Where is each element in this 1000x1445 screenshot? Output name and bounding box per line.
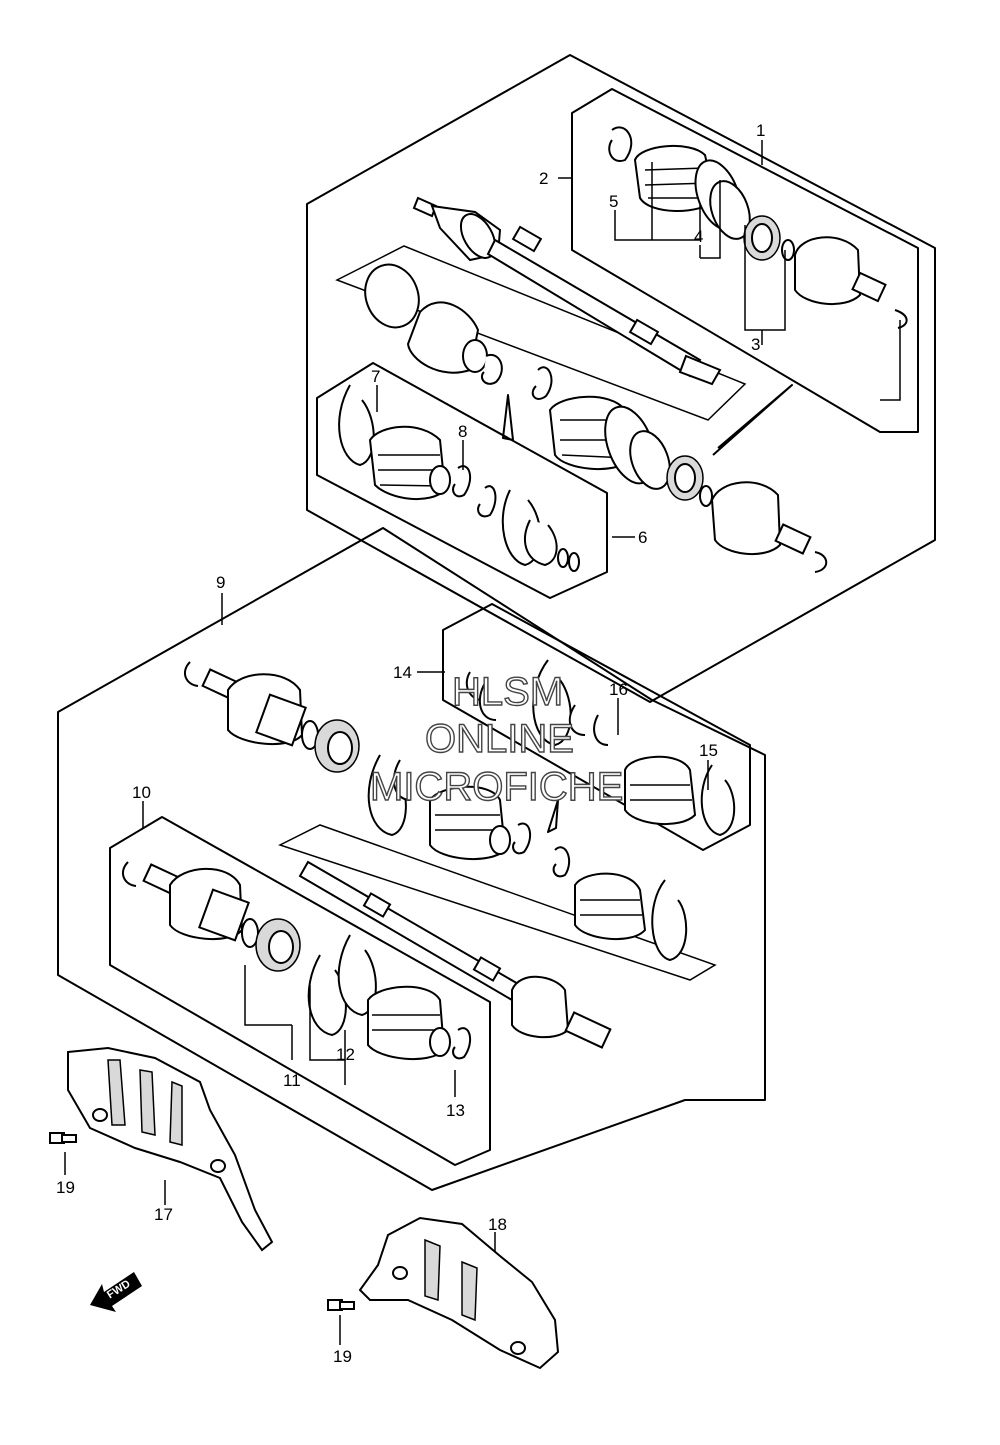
subassembly-10-parts (121, 861, 472, 1061)
callout-18: 18 (488, 1215, 507, 1234)
callout-11: 11 (283, 1071, 301, 1090)
callout-10: 10 (132, 783, 151, 802)
callout-14: 14 (393, 663, 412, 682)
fwd-arrow-icon: FWD (90, 1272, 142, 1312)
subassembly-14-parts (465, 659, 736, 837)
bolt-19-right (327, 1299, 355, 1311)
callout-3: 3 (751, 335, 760, 354)
callout-9: 9 (216, 573, 225, 592)
callout-5: 5 (609, 192, 618, 211)
subassembly-2-outline (571, 88, 919, 433)
callout-17: 17 (154, 1205, 173, 1224)
callout-1: 1 (756, 121, 765, 140)
upper-small-boot (364, 263, 503, 385)
watermark: HLSM ONLINE MICROFICHE (369, 669, 624, 809)
upper-outer-joint-parts (502, 366, 828, 573)
callout-2: 2 (539, 169, 548, 188)
subassembly-6-parts (338, 384, 580, 572)
callout-19-left: 19 (56, 1178, 75, 1197)
callout-6: 6 (638, 528, 647, 547)
guard-17 (67, 1046, 274, 1252)
callout-8: 8 (458, 422, 467, 441)
subassembly-14-outline (442, 603, 751, 851)
callout-15: 15 (699, 741, 718, 760)
assembly-9-outline (57, 527, 766, 1191)
lower-inner-joint-parts (183, 661, 559, 861)
subassembly-2-parts (608, 126, 908, 329)
callout-12: 12 (336, 1045, 355, 1064)
callout-7: 7 (371, 367, 380, 386)
callout-19-right: 19 (333, 1347, 352, 1366)
leader-lines (64, 140, 901, 1345)
callout-16: 16 (609, 680, 628, 699)
subassembly-10-outline (109, 816, 491, 1166)
guard-18 (358, 1216, 560, 1370)
assembly-1-outline (306, 54, 936, 703)
upper-drive-shaft (412, 196, 722, 386)
watermark-line-3: MICROFICHE (370, 765, 623, 809)
callout-4: 4 (694, 227, 703, 246)
watermark-line-1: HLSM (452, 670, 563, 714)
bolt-19-left (49, 1132, 77, 1144)
watermark-line-2: ONLINE (425, 717, 574, 761)
subassembly-6-outline (316, 362, 608, 599)
lower-outer-boot (552, 846, 688, 962)
lower-drive-shaft (298, 860, 612, 1049)
subassembly-shaft-lower-outline (278, 824, 717, 981)
subassembly-shaft-outline (335, 245, 747, 421)
callout-13: 13 (446, 1101, 465, 1120)
